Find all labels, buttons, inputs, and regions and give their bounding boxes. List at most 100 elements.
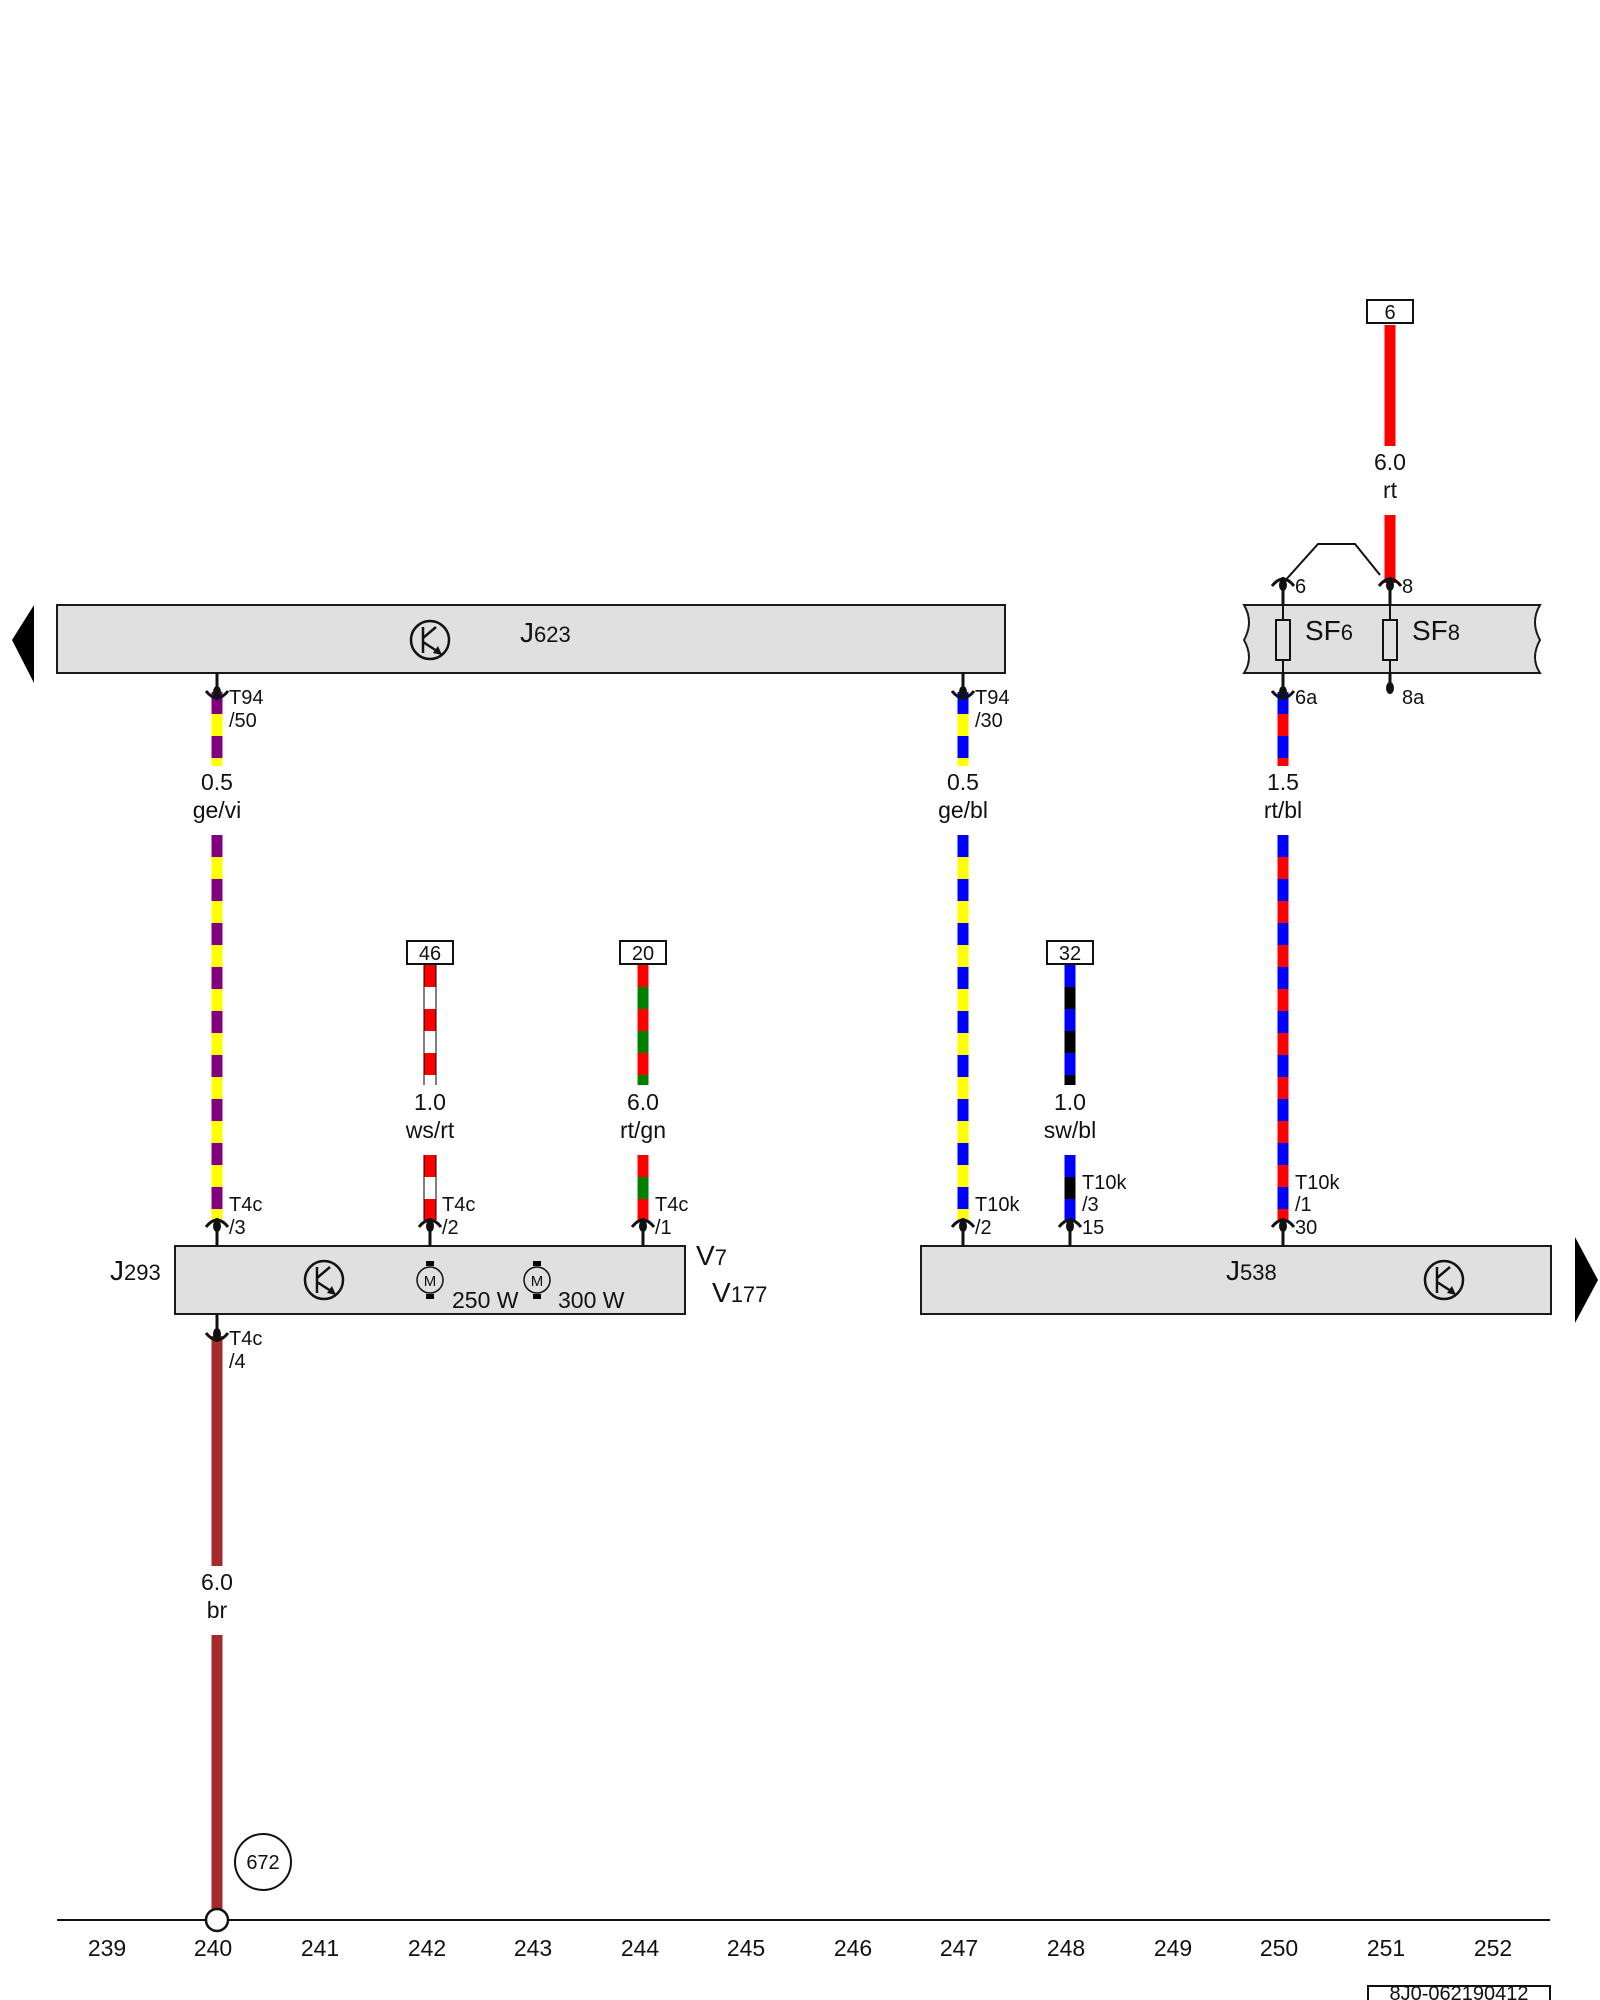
wire-label-248: 1.0 sw/bl <box>1044 1089 1096 1143</box>
svg-text:20: 20 <box>632 943 654 965</box>
pin-j623-t94-30 <box>950 672 976 700</box>
svg-text:6.0: 6.0 <box>201 1569 233 1595</box>
pin-label-j538-t10k-3: T10k /3 15 <box>1082 1172 1127 1239</box>
reference-box-46: 46 <box>406 940 454 965</box>
column-number: 240 <box>194 1935 232 1961</box>
wire-242 <box>423 965 437 1220</box>
wire-242-segment-a <box>423 965 437 1085</box>
wire-label-242: 1.0 ws/rt <box>405 1089 455 1143</box>
svg-text:1.0: 1.0 <box>414 1089 446 1115</box>
svg-text:T10k: T10k <box>975 1194 1020 1216</box>
component-fuse-holder: SF6 SF8 <box>1242 604 1542 674</box>
pin-label-j538-t10k-1: T10k /1 30 <box>1295 1172 1340 1239</box>
ground-point-672: 672 <box>234 1833 292 1891</box>
pin-label-j623-t94-30: T94 /30 <box>975 687 1009 732</box>
svg-text:T4c: T4c <box>229 1194 262 1216</box>
pin-j538-t10k-3 <box>1057 1218 1083 1246</box>
svg-text:1.5: 1.5 <box>1267 769 1299 795</box>
pin-label-j293-t4c-2: T4c /2 <box>442 1194 475 1239</box>
column-number: 247 <box>940 1935 978 1961</box>
svg-text:rt/gn: rt/gn <box>620 1117 666 1143</box>
svg-text:/2: /2 <box>442 1217 459 1239</box>
electronics-symbol-icon <box>303 1259 345 1301</box>
pin-sf-out-6a <box>1270 672 1296 700</box>
column-number: 243 <box>514 1935 552 1961</box>
column-number: 242 <box>408 1935 446 1961</box>
svg-text:0.5: 0.5 <box>947 769 979 795</box>
svg-text:/2: /2 <box>975 1217 992 1239</box>
pin-label-sf-out-8a: 8a <box>1402 687 1425 709</box>
svg-text:6.0: 6.0 <box>1374 449 1406 475</box>
pin-j623-t94-50 <box>204 672 230 700</box>
continuation-arrow-right-icon <box>1575 1237 1598 1323</box>
component-label-j538: J538 <box>1226 1255 1277 1286</box>
pin-label-j293-t4c-3: T4c /3 <box>229 1194 262 1239</box>
svg-text:M: M <box>424 1273 437 1290</box>
pin-j293-t4c-3 <box>204 1218 230 1246</box>
svg-text:T10k: T10k <box>1082 1172 1127 1194</box>
reference-box-20: 20 <box>619 940 667 965</box>
svg-text:sw/bl: sw/bl <box>1044 1117 1096 1143</box>
component-j293: M M 250 W 300 W J293 V7 V177 <box>110 1240 767 1315</box>
pin-j293-t4c-2 <box>417 1218 443 1246</box>
svg-text:30: 30 <box>1295 1217 1317 1239</box>
svg-text:/3: /3 <box>1082 1194 1099 1216</box>
svg-text:ws/rt: ws/rt <box>405 1117 455 1143</box>
svg-text:1.0: 1.0 <box>1054 1089 1086 1115</box>
fuse-sf8-icon <box>1382 605 1398 673</box>
column-number: 239 <box>88 1935 126 1961</box>
svg-text:rt/bl: rt/bl <box>1264 797 1302 823</box>
wire-242-segment-b <box>423 1155 437 1220</box>
pin-sf-out-8a <box>1386 673 1394 694</box>
svg-text:ge/bl: ge/bl <box>938 797 988 823</box>
column-number: 246 <box>834 1935 872 1961</box>
motor-300w-icon: M <box>523 1261 551 1299</box>
pin-j538-t10k-2 <box>950 1218 976 1246</box>
svg-text:32: 32 <box>1059 943 1081 965</box>
svg-text:T94: T94 <box>229 687 263 709</box>
fuse-label-sf8: SF8 <box>1412 615 1460 646</box>
pin-j538-t10k-1 <box>1270 1218 1296 1246</box>
svg-text:/1: /1 <box>1295 1194 1312 1216</box>
column-number: 245 <box>727 1935 765 1961</box>
column-numbers: 239 240 241 242 243 244 245 246 247 248 … <box>88 1935 1512 1961</box>
column-number: 249 <box>1154 1935 1192 1961</box>
svg-text:46: 46 <box>419 943 441 965</box>
svg-text:/3: /3 <box>229 1217 246 1239</box>
component-j623: J623 <box>12 604 1006 683</box>
wire-label-240-ground: 6.0 br <box>201 1569 233 1623</box>
svg-text:15: 15 <box>1082 1217 1104 1239</box>
pin-j293-t4c-1 <box>630 1218 656 1246</box>
pin-j293-t4c-4 <box>204 1314 230 1342</box>
svg-text:T4c: T4c <box>442 1194 475 1216</box>
wire-label-251: 6.0 rt <box>1374 449 1406 503</box>
svg-text:T4c: T4c <box>229 1328 262 1350</box>
pin-label-sf-in-6: 6 <box>1295 576 1306 598</box>
fuse-label-sf6: SF6 <box>1305 615 1353 646</box>
motor-power-300w: 300 W <box>558 1287 625 1313</box>
pin-label-j293-t4c-4: T4c /4 <box>229 1328 262 1373</box>
svg-text:0.5: 0.5 <box>201 769 233 795</box>
svg-text:br: br <box>207 1597 228 1623</box>
reference-box-6: 6 <box>1366 299 1414 324</box>
column-number: 244 <box>621 1935 660 1961</box>
svg-text:T10k: T10k <box>1295 1172 1340 1194</box>
reference-box-32: 32 <box>1046 940 1094 965</box>
svg-text:8J0-062190412: 8J0-062190412 <box>1389 1983 1528 2000</box>
svg-text:T4c: T4c <box>655 1194 688 1216</box>
wire-label-250: 1.5 rt/bl <box>1264 769 1302 823</box>
ground-junction-icon <box>204 1907 230 1933</box>
wire-label-240-top: 0.5 ge/vi <box>193 769 242 823</box>
continuation-arrow-left-icon <box>12 605 34 683</box>
component-label-j623: J623 <box>520 617 571 648</box>
svg-text:rt: rt <box>1383 477 1398 503</box>
svg-text:ge/vi: ge/vi <box>193 797 242 823</box>
motor-250w-icon: M <box>416 1261 444 1299</box>
component-label-v177: V177 <box>712 1277 767 1308</box>
fuse-sf6-icon <box>1275 605 1291 673</box>
wire-label-244: 6.0 rt/gn <box>620 1089 666 1143</box>
column-number: 250 <box>1260 1935 1298 1961</box>
svg-text:/4: /4 <box>229 1351 246 1373</box>
pin-label-j538-t10k-2: T10k /2 <box>975 1194 1020 1239</box>
pin-sf-in-8 <box>1377 577 1403 605</box>
